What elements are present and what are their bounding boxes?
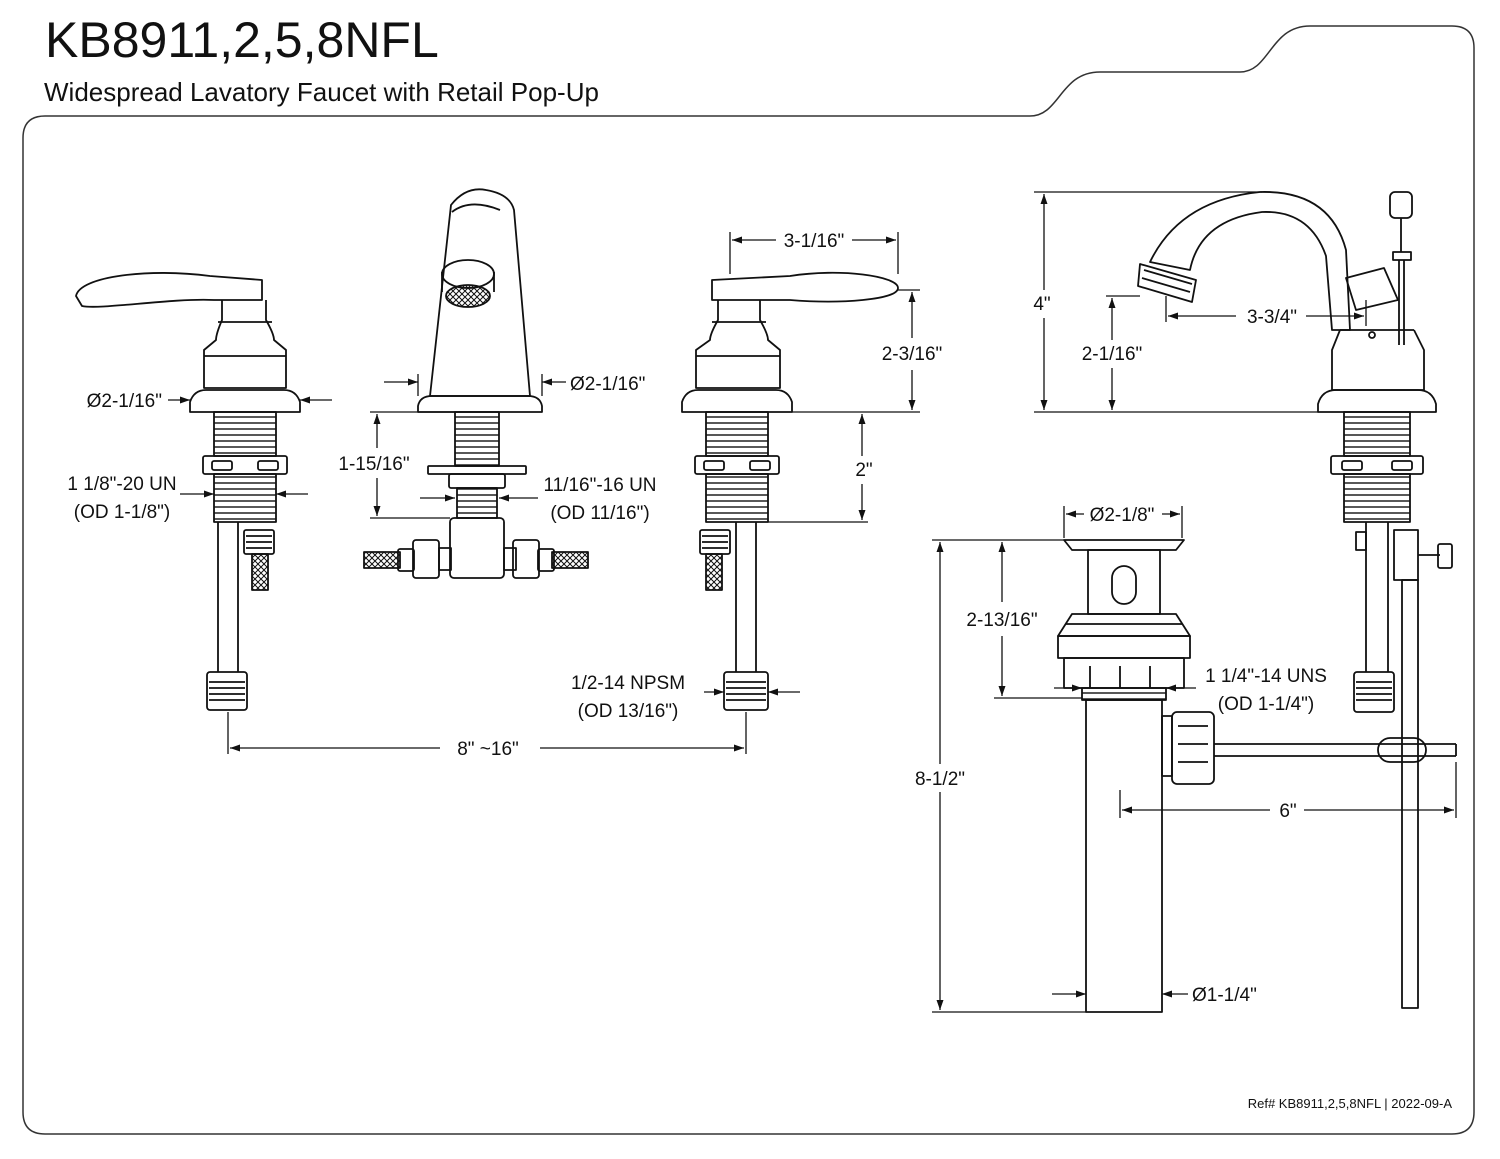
- right-handle-valve: [681, 271, 899, 711]
- center-spread-label: 8" ~16": [457, 739, 519, 760]
- supply-thread-od-label: (OD 13/16"): [578, 701, 679, 722]
- faucet-height-label: 4": [1033, 294, 1050, 315]
- handle-height-label: 2-3/16": [882, 344, 943, 365]
- handle-flange-dia-label: Ø2-1/16": [87, 391, 162, 412]
- drain-thread-od-label: (OD 1-1/4"): [1218, 694, 1314, 715]
- drain-flange-dia-label: Ø2-1/8": [1090, 505, 1155, 526]
- center-spout-body: [363, 188, 589, 579]
- handle-length-label: 3-1/16": [784, 231, 845, 252]
- left-handle-valve: [75, 272, 301, 711]
- deck-thickness-label: 2": [855, 460, 872, 481]
- pivot-rod-length-label: 6": [1279, 801, 1296, 822]
- model-number: KB8911,2,5,8NFL: [45, 12, 439, 68]
- tailpiece-dia-label: Ø1-1/4": [1192, 985, 1257, 1006]
- pop-up-drain: [1057, 539, 1457, 1013]
- spout-thread-od-label: (OD 11/16"): [550, 503, 649, 524]
- drain-thread-label: 1 1/4"-14 UNS: [1205, 666, 1327, 687]
- reference-number: Ref# KB8911,2,5,8NFL | 2022-09-A: [1248, 1096, 1453, 1111]
- aerator-height-label: 2-1/16": [1082, 344, 1143, 365]
- spout-flange-dia-label: Ø2-1/16": [570, 374, 645, 395]
- handle-thread-label: 1 1/8"-20 UN: [67, 474, 176, 495]
- drain-total-length-label: 8-1/2": [915, 769, 965, 790]
- spout-shank-height-label: 1-15/16": [338, 454, 409, 475]
- drain-body-height-label: 2-13/16": [966, 610, 1037, 631]
- spout-thread-label: 11/16"-16 UN: [543, 475, 656, 496]
- side-view-faucet: [1137, 191, 1453, 1009]
- supply-thread-label: 1/2-14 NPSM: [571, 673, 685, 694]
- spout-reach-label: 3-3/4": [1247, 307, 1297, 328]
- product-description: Widespread Lavatory Faucet with Retail P…: [44, 77, 599, 107]
- sheet-border: [22, 25, 1475, 1135]
- handle-thread-od-label: (OD 1-1/8"): [74, 502, 170, 523]
